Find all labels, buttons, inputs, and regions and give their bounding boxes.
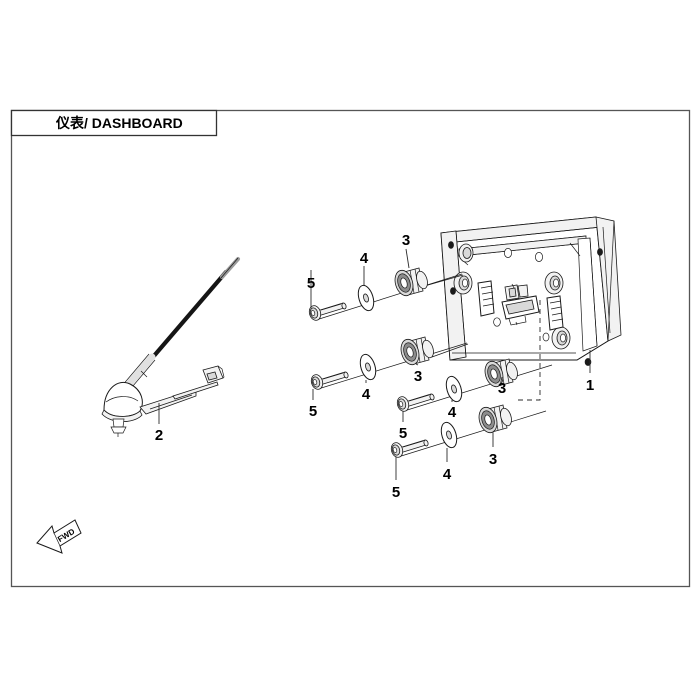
antenna-base-dome-seam xyxy=(105,396,139,403)
flat-washer-1 xyxy=(357,284,375,312)
assembly-axis-1 xyxy=(315,273,463,321)
antenna-mast-sleeve-edge-a xyxy=(120,353,150,388)
dashboard-hole-b xyxy=(450,287,456,295)
dashboard-vent-hole-a xyxy=(493,317,501,327)
flat-washer-4 xyxy=(440,421,458,449)
dashboard-hole-c xyxy=(584,358,592,366)
dashboard-housing: 1 xyxy=(440,216,622,394)
dashboard-boss-right-lower xyxy=(551,326,571,350)
flange-bolt-1 xyxy=(308,302,347,321)
title-box: 仪表/ DASHBOARD xyxy=(10,109,218,137)
callout-5a-number: 5 xyxy=(307,275,315,292)
rubber-grommet-4 xyxy=(478,404,512,434)
antenna-mast-sleeve-band xyxy=(140,370,148,378)
rubber-grommet-1 xyxy=(394,267,428,297)
antenna-assembly: 2 xyxy=(101,257,240,444)
callout-2-number: 2 xyxy=(155,427,163,444)
fastener-assembly-row-2: 5 4 3 xyxy=(309,336,469,420)
flange-bolt-4 xyxy=(390,439,429,458)
dashboard-hole-d xyxy=(597,248,603,256)
callout-4d-number: 4 xyxy=(443,466,452,483)
title-box-border xyxy=(10,109,218,137)
assembly-axis-1-ext xyxy=(420,274,464,288)
dashboard-top-bevel-line xyxy=(445,226,602,244)
callout-5d-number: 5 xyxy=(392,484,400,501)
fastener-assembly-row-1: 5 4 3 xyxy=(307,232,464,321)
flat-washer-3 xyxy=(445,375,463,403)
dashboard-right-rib-line xyxy=(589,237,598,347)
title-label: 仪表/ DASHBOARD xyxy=(55,115,183,131)
rubber-grommet-3 xyxy=(484,358,518,388)
callout-3b-leader xyxy=(415,363,419,366)
dashboard-right-wall-edge2 xyxy=(602,226,611,334)
dashboard-brace-b xyxy=(569,242,581,257)
assembly-axis-4 xyxy=(397,410,547,458)
antenna-connector-latch xyxy=(217,365,225,379)
flange-bolt-3 xyxy=(396,393,435,412)
callout-3b-number: 3 xyxy=(414,368,422,385)
dashboard-boss-upper-left xyxy=(458,243,474,263)
assembly-axis-2-ext xyxy=(431,343,469,358)
dashboard-vent-hole-b xyxy=(542,332,550,342)
callout-1-number: 1 xyxy=(586,377,594,394)
antenna-mast-tip-outline xyxy=(220,257,239,279)
antenna-cable-tail xyxy=(172,381,219,400)
flat-washer-2 xyxy=(359,353,377,381)
callout-3a-leader xyxy=(405,248,410,269)
dashboard-boss-right-upper xyxy=(544,271,564,295)
fwd-arrow-fold xyxy=(53,532,61,547)
callout-3c-number: 3 xyxy=(498,380,506,397)
callout-3a-number: 3 xyxy=(402,232,410,249)
antenna-cable-highlight xyxy=(149,394,193,410)
assembly-dashed-link xyxy=(516,300,541,401)
callout-5b-number: 5 xyxy=(309,403,317,420)
fastener-assembly-row-4: 5 4 3 xyxy=(390,404,547,501)
callout-3c-leader xyxy=(499,376,503,387)
dashboard-connector-right xyxy=(546,295,564,331)
callout-4b-number: 4 xyxy=(362,386,371,403)
dashboard-connector-center-small xyxy=(504,283,529,301)
dashboard-boss-top-left xyxy=(453,271,473,295)
callout-3d-number: 3 xyxy=(489,451,497,468)
assembly-axis-3 xyxy=(403,364,553,412)
fastener-assembly-row-3: 5 4 3 xyxy=(396,300,553,442)
antenna-base-flange xyxy=(101,409,143,423)
dashboard-connector-left xyxy=(477,280,495,317)
antenna-base-stud xyxy=(112,418,125,428)
flange-bolt-2 xyxy=(310,371,349,390)
callout-4c-number: 4 xyxy=(448,404,457,421)
dashboard-bottom-rim xyxy=(450,340,609,361)
dashboard-vent-hole-c xyxy=(504,248,512,258)
callout-4a-number: 4 xyxy=(360,250,369,267)
rubber-grommet-2 xyxy=(400,336,434,366)
assembly-axis-2 xyxy=(317,342,468,390)
dashboard-main-connector xyxy=(501,295,540,326)
antenna-connector-cap xyxy=(206,371,218,381)
dashboard-hole-a xyxy=(448,241,454,249)
dashboard-vent-hole-d xyxy=(535,252,543,262)
dashboard-right-wall xyxy=(595,216,622,342)
callout-5c-number: 5 xyxy=(399,425,407,442)
fwd-arrow-shape xyxy=(36,519,82,554)
antenna-base-nut xyxy=(110,426,127,434)
